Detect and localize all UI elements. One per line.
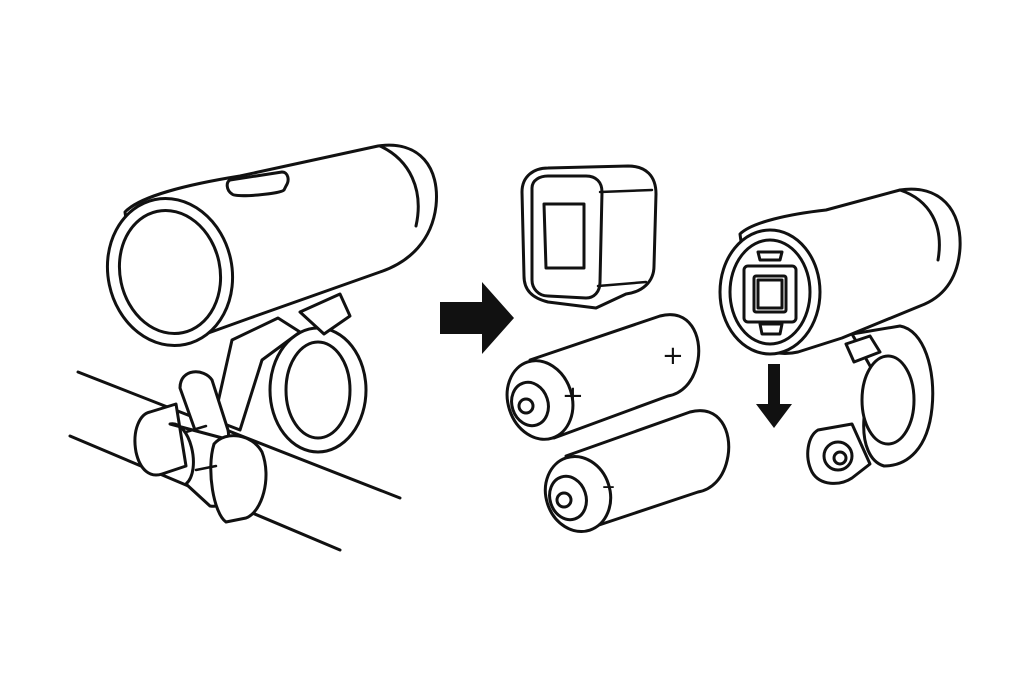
battery-top-right-sign: + <box>662 341 684 371</box>
light-back-view <box>718 187 962 356</box>
down-arrow-icon <box>756 364 792 428</box>
battery-bottom-sign: – <box>602 471 615 501</box>
mounted-bike-light <box>68 143 438 552</box>
handlebar-mount <box>133 292 368 524</box>
battery-compartment <box>718 228 822 356</box>
battery-top-left-sign: + <box>562 381 584 411</box>
battery-bottom: – <box>543 409 731 533</box>
detached-mount <box>806 324 935 485</box>
battery-top: + + <box>505 313 701 441</box>
battery-cover <box>520 164 658 310</box>
light-lens <box>105 196 235 348</box>
right-arrow-icon <box>440 282 514 354</box>
bike-light-body <box>105 143 438 348</box>
